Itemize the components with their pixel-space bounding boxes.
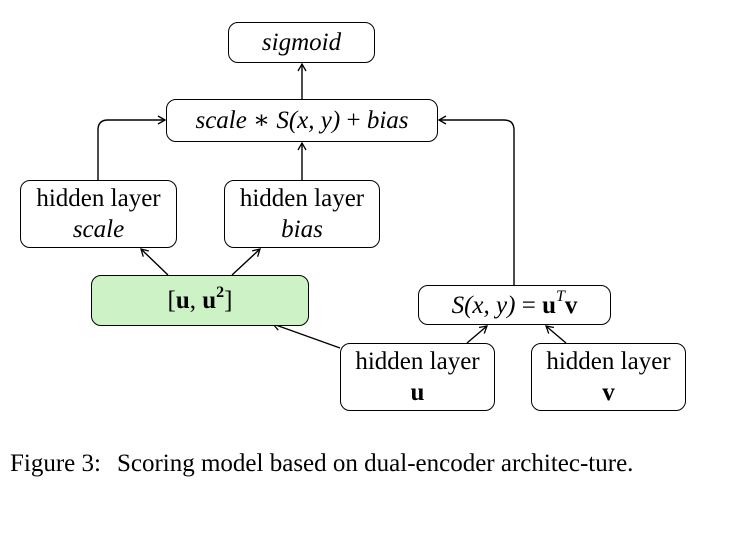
edges-layer (97, 62, 567, 349)
sigmoid-node: sigmoid (228, 22, 375, 63)
sxy-function-name: S (451, 291, 465, 319)
similarity-node: S(x, y) = uTv (418, 285, 611, 325)
combine-formula: scale ∗ S(x, y) + bias (195, 105, 408, 136)
scale-bias-combine-node: scale ∗ S(x, y) + bias (166, 99, 438, 142)
hidden-layer-u-node: hidden layer u (340, 343, 495, 411)
u-u-squared-formula: [u, u2] (167, 283, 233, 316)
hidden-layer-scale-title: hidden layer (36, 185, 161, 212)
combine-function-name: S (276, 107, 289, 134)
hidden-layer-bias-node: hidden layer bias (224, 180, 380, 248)
figure-caption: Figure 3: Scoring model based on dual-enc… (10, 448, 728, 480)
hidden-layer-v-node: hidden layer v (531, 343, 686, 411)
similarity-formula: S(x, y) = uTv (451, 288, 578, 321)
figure-caption-label: Figure 3: (10, 450, 101, 477)
hidden-layer-scale-node: hidden layer scale (20, 180, 177, 248)
uu2-u: u (175, 287, 190, 314)
hidden-layer-v-var: v (602, 379, 615, 406)
combine-scale-term: scale (195, 107, 247, 134)
combine-plus-operator: + (340, 107, 367, 134)
sxy-args: (x, y) (464, 291, 516, 319)
edge-hidden-u-to-uu2 (271, 321, 341, 349)
edge-sxy-to-combine (437, 115, 515, 285)
uu2-exponent: 2 (216, 283, 225, 301)
hidden-layer-u-title: hidden layer (355, 348, 480, 375)
hidden-layer-bias-title: hidden layer (239, 185, 365, 212)
hidden-layer-bias-var: bias (281, 216, 323, 243)
diagram: sigmoid scale ∗ S(x, y) + bias hidden la… (20, 22, 686, 411)
uu2-comma: , (189, 287, 203, 314)
uu2-close-bracket: ] (224, 287, 233, 314)
edge-hidden-v-to-sxy (545, 325, 567, 344)
hidden-layer-scale-var: scale (72, 216, 125, 243)
sxy-equals: = (515, 291, 543, 319)
hidden-layer-v-title: hidden layer (546, 348, 671, 375)
edge-uu2-to-scale (140, 248, 169, 276)
figure-caption-text: Scoring model based on dual-encoder arch… (116, 450, 634, 477)
edge-scale-to-combine (97, 115, 167, 180)
edge-hidden-u-to-sxy (466, 325, 488, 344)
uu2-open-bracket: [ (167, 287, 176, 314)
sigmoid-label: sigmoid (261, 29, 342, 56)
combine-mul-operator: ∗ (246, 107, 277, 134)
sxy-transpose: T (555, 288, 565, 306)
combine-function-args: (x, y) (288, 107, 341, 134)
sxy-u: u (542, 291, 556, 319)
hidden-layer-u-var: u (410, 379, 425, 406)
u-u-squared-node: [u, u2] (91, 275, 309, 326)
edge-uu2-to-bias (231, 248, 261, 276)
sxy-v: v (564, 291, 578, 319)
uu2-u-base: u (202, 287, 217, 314)
combine-bias-term: bias (366, 107, 409, 134)
